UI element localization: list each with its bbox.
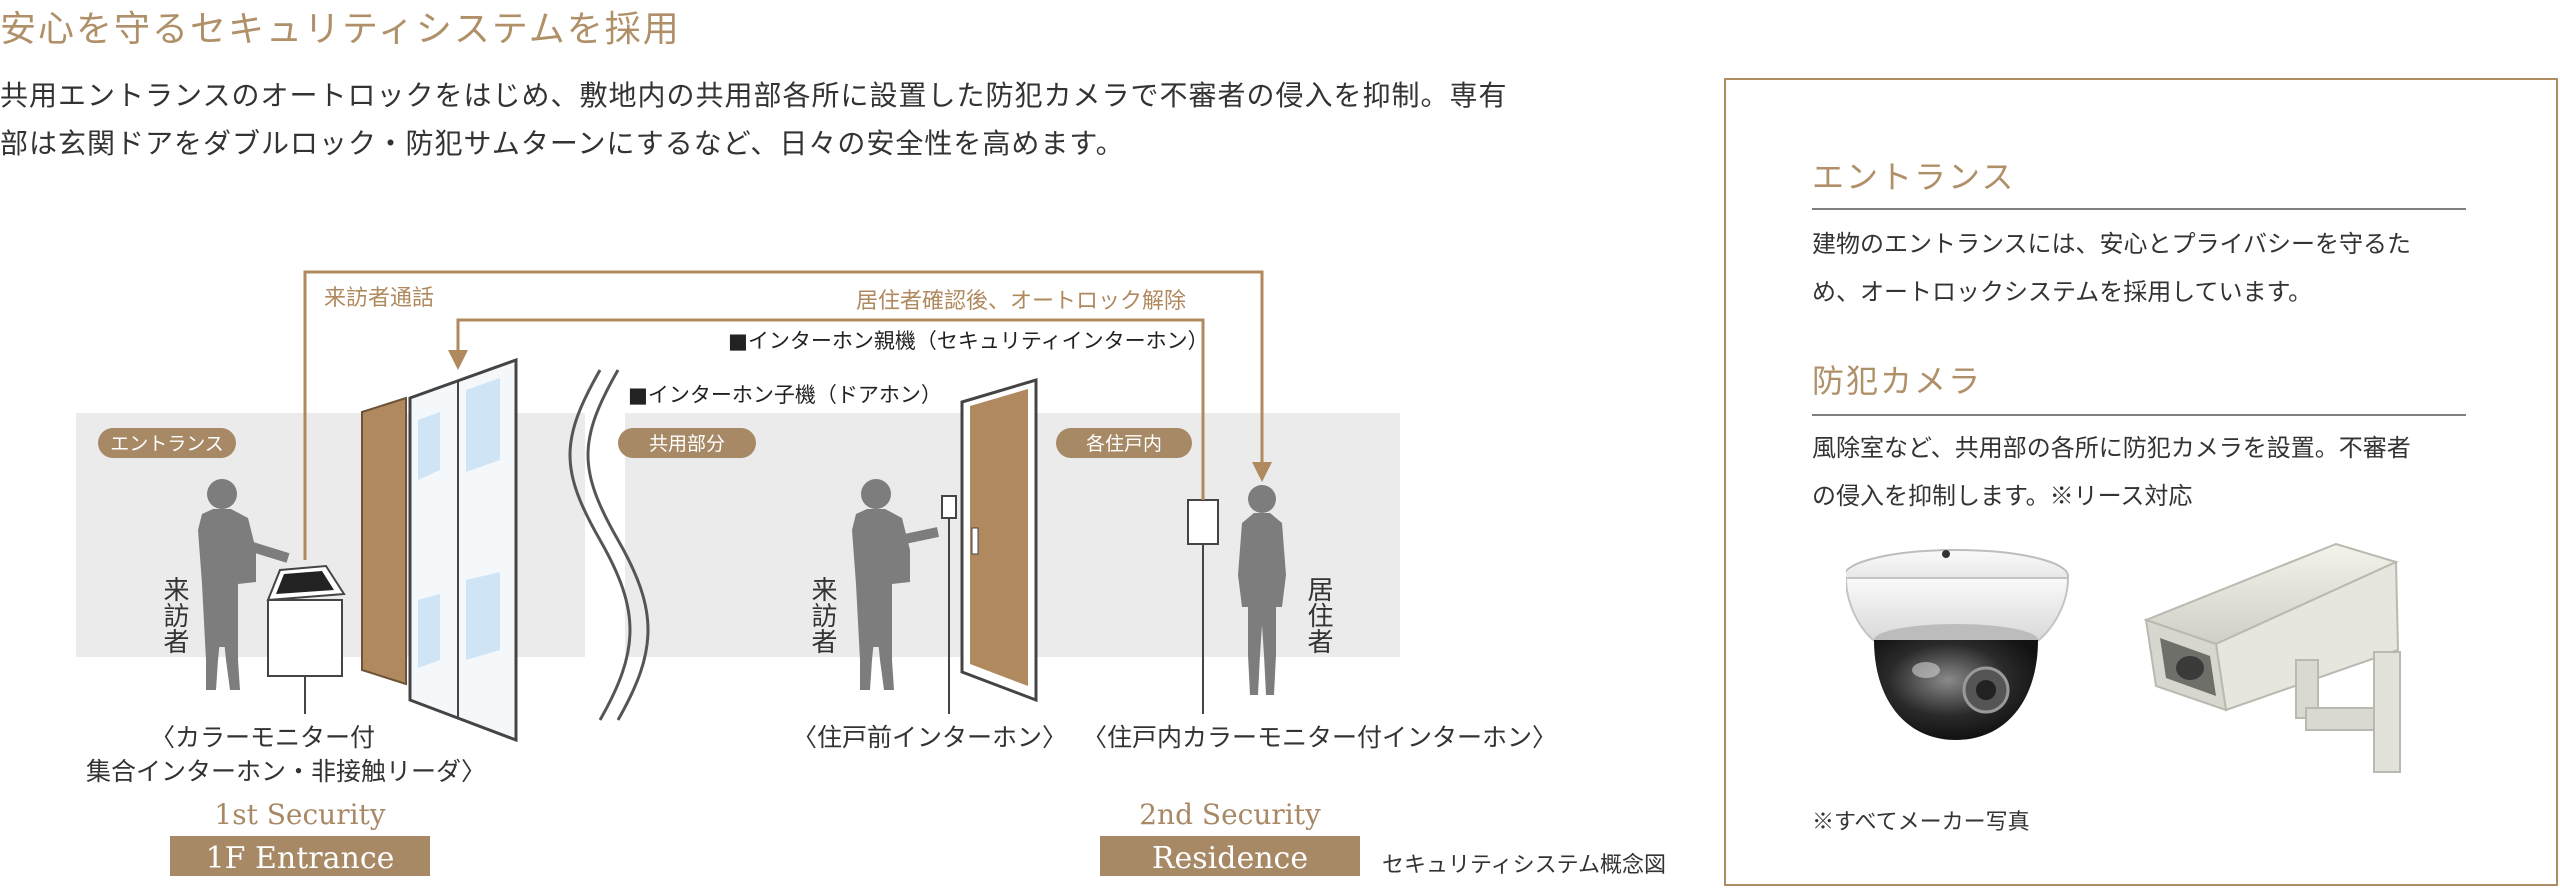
diagram-caption: セキュリティシステム概念図 <box>1382 853 1666 878</box>
security2-sub: 2nd Security <box>1139 798 1321 831</box>
zone-badge-unit <box>1056 428 1192 458</box>
entrance-rule <box>1812 208 2466 210</box>
box-camera-image <box>2143 542 2401 773</box>
zone-break-line-1 <box>568 369 632 721</box>
maker-photo-note: ※すべてメーカー写真 <box>1812 810 2030 835</box>
device-panel-caption-1: 〈カラーモニター付 <box>150 723 375 752</box>
camera-text: 風除室など、共用部の各所に防犯カメラを設置。不審者 の侵入を抑制します。※リース… <box>1812 424 2472 520</box>
zone-badge-entrance <box>98 428 236 458</box>
unlock-arrowhead <box>448 350 468 370</box>
entrance-door-frame <box>361 396 407 686</box>
master-unit-label: ■インターホン親機（セキュリティインターホン） <box>728 329 1209 353</box>
dome-camera-image <box>1846 549 2070 740</box>
door-intercom <box>941 495 957 519</box>
zone-break-line-2 <box>586 369 650 721</box>
indoor-monitor <box>1187 499 1219 545</box>
security-diagram: エントランス 共用部分 各住戸内 来訪者通話 居住者確認後、オートロック解除 ■… <box>76 270 1666 878</box>
page-heading: 安心を守るセキュリティシステムを採用 <box>0 9 681 50</box>
camera-text-line-2: の侵入を抑制します。※リース対応 <box>1812 482 2193 510</box>
info-panel: エントランス 建物のエントランスには、安心とプライバシーを守るた め、オートロッ… <box>1724 78 2558 886</box>
security2-main: Residence <box>1152 841 1308 876</box>
zone-badge-common-label: 共用部分 <box>649 433 725 455</box>
device-indoor-caption: 〈住戸内カラーモニター付インターホン〉 <box>1082 723 1557 752</box>
entrance-text-line-2: め、オートロックシステムを採用しています。 <box>1812 278 2313 306</box>
intro-line-2: 部は玄関ドアをダブルロック・防犯サムターンにするなど、日々の安全性を高めます。 <box>0 127 1125 160</box>
entrance-text: 建物のエントランスには、安心とプライバシーを守るた め、オートロックシステムを採… <box>1812 220 2472 316</box>
flow-visitor-call-label: 来訪者通話 <box>324 286 434 311</box>
glass-reflection-4 <box>466 572 500 660</box>
entrance-title: エントランス <box>1812 158 2016 196</box>
visitor-call-arrowhead <box>1252 462 1272 482</box>
entrance-text-line-1: 建物のエントランスには、安心とプライバシーを守るた <box>1812 230 2412 258</box>
resident-label: 居住者 <box>1303 576 1333 654</box>
entrance-glass-door <box>408 357 518 743</box>
visitor-label-door: 来訪者 <box>807 576 837 654</box>
camera-text-line-1: 風除室など、共用部の各所に防犯カメラを設置。不審者 <box>1812 434 2411 462</box>
camera-photos <box>1846 542 2401 773</box>
glass-reflection-3 <box>418 594 440 668</box>
zone-badge-unit-label: 各住戸内 <box>1086 433 1162 455</box>
security1-sub: 1st Security <box>214 798 385 831</box>
camera-title: 防犯カメラ <box>1812 362 1983 400</box>
visitor-label-entrance: 来訪者 <box>159 576 189 654</box>
zone-badge-common <box>618 428 756 458</box>
device-panel-caption-2: 集合インターホン・非接触リーダ〉 <box>86 757 486 786</box>
door-handle <box>971 527 979 555</box>
band-gap <box>585 405 625 665</box>
visitor-call-arrow <box>303 270 1264 560</box>
kiosk-screen <box>276 571 334 594</box>
door-unit-label: ■インターホン子機（ドアホン） <box>628 383 942 407</box>
device-door-caption: 〈住戸前インターホン〉 <box>792 723 1067 752</box>
unit-door <box>970 389 1028 686</box>
visitor-figure-door <box>852 479 940 690</box>
security2-badge <box>1100 836 1360 876</box>
glass-reflection-1 <box>418 412 440 480</box>
intro-line-1: 共用エントランスのオートロックをはじめ、敷地内の共用部各所に設置した防犯カメラで… <box>0 79 1508 112</box>
unlock-arrow <box>456 318 1205 500</box>
intercom-kiosk <box>267 599 343 677</box>
zone-badge-entrance-label: エントランス <box>110 433 224 455</box>
visitor-figure-entrance <box>198 479 290 690</box>
glass-reflection-2 <box>466 378 500 472</box>
intro-text: 共用エントランスのオートロックをはじめ、敷地内の共用部各所に設置した防犯カメラで… <box>0 72 1640 168</box>
security1-badge <box>170 836 430 876</box>
security1-main: 1F Entrance <box>206 841 395 876</box>
camera-rule <box>1812 414 2466 416</box>
flow-unlock-label: 居住者確認後、オートロック解除 <box>856 289 1186 314</box>
